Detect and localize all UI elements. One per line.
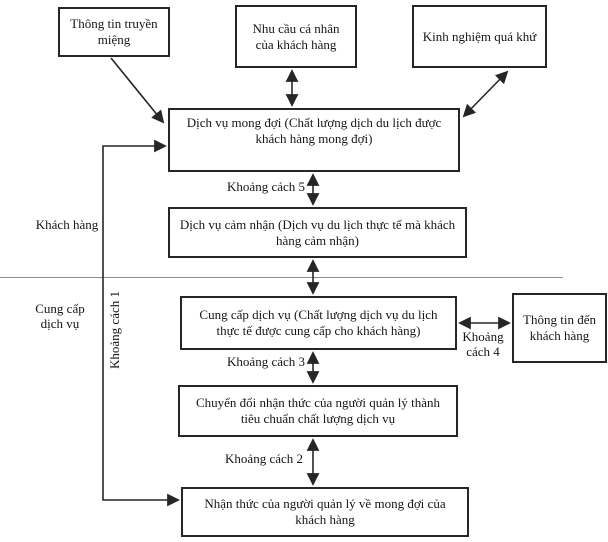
box-word-of-mouth: Thông tin truyền miệng [58, 7, 170, 57]
section-label-provider-line2: dịch vụ [40, 315, 80, 331]
gap4-label-line2: cách 4 [466, 343, 500, 359]
box-past-experience-text: Kinh nghiệm quá khứ [422, 28, 537, 44]
box-management-perception: Nhận thức của người quản lý về mong đợi … [181, 487, 469, 537]
box-perceived-service: Dịch vụ cảm nhận (Dịch vụ du lịch thực t… [168, 207, 467, 258]
box-external-communication: Thông tin đến khách hàng [512, 293, 607, 363]
box-service-delivery: Cung cấp dịch vụ (Chất lượng dịch vụ du … [180, 296, 457, 350]
section-label-customer: Khách hàng [35, 217, 99, 232]
box-conversion: Chuyển đổi nhận thức của người quản lý t… [178, 385, 458, 437]
gap3-label: Khoảng cách 3 [227, 354, 305, 369]
box-expected-service-text: Dịch vụ mong đợi (Chất lượng dịch du lịc… [186, 115, 442, 146]
box-expected-service: Dịch vụ mong đợi (Chất lượng dịch du lịc… [168, 108, 460, 172]
gap4-label-line1: Khoảng [462, 329, 504, 344]
box-management-perception-text: Nhận thức của người quản lý về mong đợi … [204, 496, 446, 527]
box-perceived-service-text: Dịch vụ cảm nhận (Dịch vụ du lịch thực t… [179, 216, 456, 248]
section-label-provider-line1: Cung cấp [35, 301, 85, 316]
arrow-past-experience-expected [462, 70, 509, 118]
gap2-label: Khoảng cách 2 [225, 451, 303, 466]
arrow-gap1-route [102, 139, 180, 507]
box-external-communication-text: Thông tin đến khách hàng [523, 312, 596, 343]
box-personal-needs-text: Nhu cầu cá nhân của khách hàng [252, 20, 340, 52]
gap5-label: Khoảng cách 5 [227, 179, 305, 194]
customer-provider-divider [0, 277, 563, 278]
box-word-of-mouth-text: Thông tin truyền miệng [70, 16, 158, 47]
box-personal-needs: Nhu cầu cá nhân của khách hàng [235, 5, 357, 68]
box-conversion-text: Chuyển đổi nhận thức của người quản lý t… [195, 395, 441, 426]
box-service-delivery-text: Cung cấp dịch vụ (Chất lượng dịch vụ du … [199, 307, 438, 338]
gap4-label: Khoảng cách 4 [456, 329, 510, 360]
box-past-experience: Kinh nghiệm quá khứ [412, 5, 547, 68]
section-label-provider: Cung cấp dịch vụ [28, 301, 92, 332]
gap1-label: Khoảng cách 1 [107, 291, 122, 369]
arrow-word-of-mouth-to-expected [110, 57, 165, 124]
